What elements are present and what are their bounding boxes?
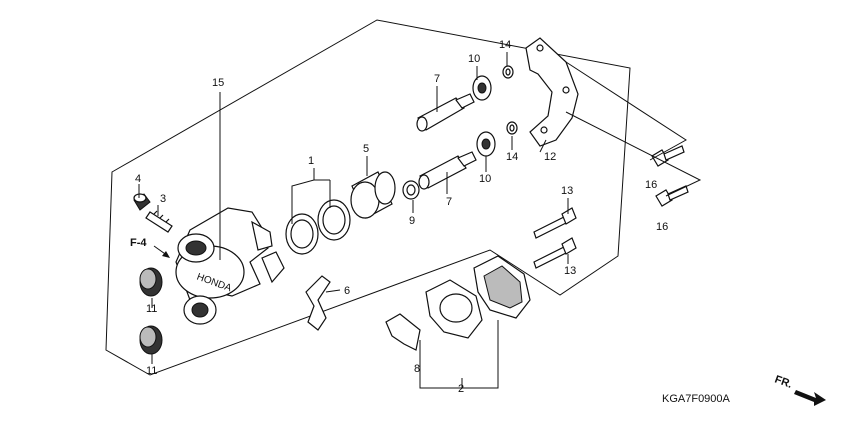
callout-5: 5 xyxy=(363,143,369,155)
pad-shim xyxy=(385,313,421,351)
pin-boot-lower xyxy=(476,131,496,157)
callout-8: 8 xyxy=(414,363,420,375)
caliper-pin-upper xyxy=(416,93,475,132)
callout-labels: 15 4 3 1 5 9 7 7 10 10 14 14 12 16 16 13… xyxy=(135,39,668,395)
caliper-piston xyxy=(350,171,396,219)
callout-12: 12 xyxy=(544,151,556,163)
bleeder-screw xyxy=(145,210,173,233)
diagram-code: KGA7F0900A xyxy=(662,393,731,405)
reference-f4: F-4 xyxy=(130,237,170,258)
callout-16-upper: 16 xyxy=(645,179,657,191)
mounting-bolt-lower xyxy=(655,185,689,207)
reference-f4-label: F-4 xyxy=(130,237,147,249)
brake-pad-inner xyxy=(425,279,483,339)
reference-arrow-icon xyxy=(162,251,170,258)
pad-spring xyxy=(305,275,331,331)
callout-13-upper: 13 xyxy=(561,185,573,197)
callout-14-lower: 14 xyxy=(506,151,518,163)
caliper-pin-lower xyxy=(418,151,477,190)
callout-13-lower: 13 xyxy=(564,265,576,277)
front-direction-indicator: FR. xyxy=(773,374,826,406)
washer-lower xyxy=(506,121,518,135)
washer-upper xyxy=(502,65,514,79)
front-arrow-icon xyxy=(794,390,826,406)
callout-3: 3 xyxy=(160,193,166,205)
assembly-boundary xyxy=(105,19,631,376)
callout-11-upper: 11 xyxy=(146,303,157,315)
pad-pin-upper xyxy=(533,207,577,239)
callout-7-lower: 7 xyxy=(446,196,452,208)
caliper-cap-upper xyxy=(139,267,163,297)
callout-11-lower: 11 xyxy=(146,365,157,377)
caliper-body: HONDA xyxy=(175,207,285,325)
pin-boot xyxy=(402,180,420,200)
callout-16-lower: 16 xyxy=(656,221,668,233)
caliper-bracket xyxy=(525,37,579,147)
callout-1: 1 xyxy=(308,155,314,167)
callout-10-lower: 10 xyxy=(479,173,491,185)
piston-seal-set xyxy=(285,199,351,255)
direction-label: FR. xyxy=(773,374,794,391)
leader-lines xyxy=(138,52,702,389)
bleeder-cap xyxy=(133,193,151,211)
callout-15: 15 xyxy=(212,77,224,89)
pad-pin-lower xyxy=(533,237,577,269)
pin-boot-upper xyxy=(472,75,492,101)
caliper-cap-lower xyxy=(139,325,163,355)
callout-10-upper: 10 xyxy=(468,53,480,65)
callout-6: 6 xyxy=(344,285,350,297)
callout-2: 2 xyxy=(458,383,464,395)
callout-4: 4 xyxy=(135,173,141,185)
callout-7-upper: 7 xyxy=(434,73,440,85)
brake-pad-outer xyxy=(473,255,531,319)
callout-14-upper: 14 xyxy=(499,39,511,51)
callout-9: 9 xyxy=(409,215,415,227)
